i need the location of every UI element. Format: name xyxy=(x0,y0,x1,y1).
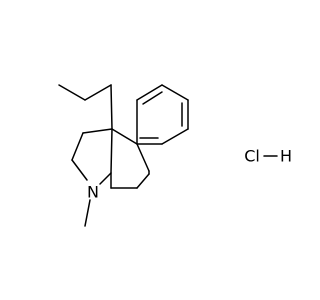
bond-ring6-c9a-c5a xyxy=(136,143,150,172)
bond-ring5-n-c3a xyxy=(99,172,112,185)
bond-benz-5 xyxy=(161,128,189,145)
bond-ring6-c5-c4 xyxy=(136,173,150,189)
bond-ring5-c3a-c9b xyxy=(110,128,113,174)
bond-benz-3 xyxy=(161,84,189,101)
hydrogen-label: H xyxy=(280,147,292,166)
bond-ring5-c1-c2 xyxy=(71,132,84,161)
bond-ring6-c9b-c9a xyxy=(111,128,138,145)
bond-propyl-3 xyxy=(110,84,113,130)
molecule-structure: N Cl H xyxy=(58,84,292,227)
bond-n-methyl xyxy=(84,199,91,227)
bond-benz-2 xyxy=(136,84,163,101)
bond-propyl-2 xyxy=(84,84,112,101)
chlorine-label: Cl xyxy=(244,147,260,166)
bond-ring5-c9b-c1 xyxy=(82,128,113,134)
bond-benz-double-1 xyxy=(142,91,163,105)
nitrogen-label: N xyxy=(87,183,99,202)
structure-canvas: N Cl H xyxy=(58,84,292,227)
bond-propyl-1 xyxy=(58,84,86,101)
bond-ring5-c2-n xyxy=(71,159,88,181)
